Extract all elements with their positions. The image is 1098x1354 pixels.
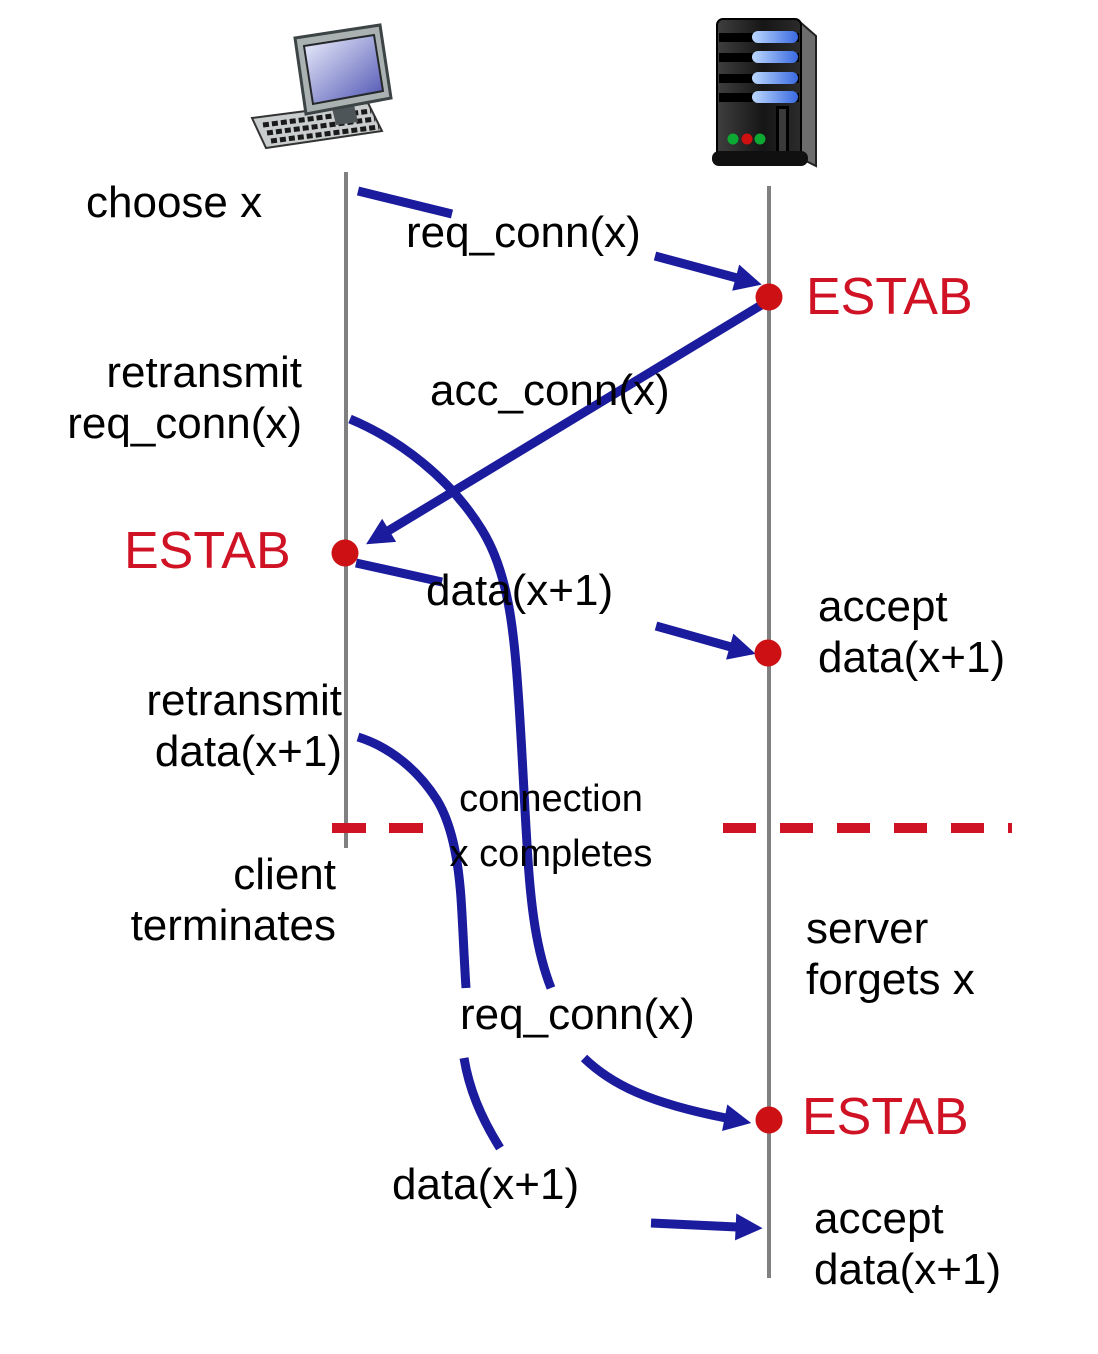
data-1-label: data(x+1) [426,566,614,615]
server-forgets-label: server forgets x [806,904,975,1005]
server-forgets-line1: server [806,904,929,953]
retransmit-req-conn-label: retransmit req_conn(x) [67,348,302,449]
data-1-arrow-end [654,621,756,660]
acc-conn-arrow [366,300,766,545]
estab-dot-server-2 [755,1106,783,1134]
estab-dot-server-1 [755,283,783,311]
accept-data-2-label: accept data(x+1) [814,1194,1001,1295]
accept-data-1-line1: accept [818,582,948,631]
estab-server-2-label: ESTAB [802,1088,969,1146]
accept-data-1-label: accept data(x+1) [818,582,1005,683]
retransmit-data-line2: data(x+1) [154,726,342,776]
req-conn-1-arrow-start [356,186,454,219]
connection-completes-label: connection x completes [420,772,682,882]
data-2-arrow [650,1213,763,1241]
retransmit-data-curve-tail [459,1057,504,1151]
server-forgets-line2: forgets x [806,954,975,1004]
accept-data-2-line2: data(x+1) [814,1244,1002,1294]
client-terminates-line1: client [233,850,336,899]
accept-data-dot [754,639,782,667]
req-conn-1-arrow-end [653,251,762,291]
retransmit-req-conn-curve [348,414,556,990]
estab-dot-client [331,539,359,567]
retransmit-data-line1: retransmit [146,676,342,725]
client-terminates-label: client terminates [131,850,336,951]
estab-client-label: ESTAB [124,522,291,580]
choose-x-label: choose x [86,178,263,227]
accept-data-2-line1: accept [814,1194,944,1243]
desktop-computer-icon [250,23,393,150]
server-tower-icon [712,18,817,168]
req-conn-1-label: req_conn(x) [406,208,641,257]
retransmit-req-conn-line2: req_conn(x) [67,398,302,448]
accept-data-1-line2: data(x+1) [818,632,1006,682]
connection-completes-line2: x completes [449,833,653,876]
data-1-arrow-start [355,558,443,587]
acc-conn-label: acc_conn(x) [430,366,670,415]
estab-server-1-label: ESTAB [806,268,973,326]
req-conn-2-label: req_conn(x) [460,990,695,1039]
retransmit-req-conn-line1: retransmit [106,348,302,397]
data-2-label: data(x+1) [392,1160,580,1209]
retransmit-data-label: retransmit data(x+1) [146,676,342,777]
connection-completes-line1: connection [459,778,643,820]
retransmit-data-curve [356,732,471,989]
client-terminates-line2: terminates [130,900,336,950]
retransmit-req-conn-curve-arrow [580,1054,752,1131]
